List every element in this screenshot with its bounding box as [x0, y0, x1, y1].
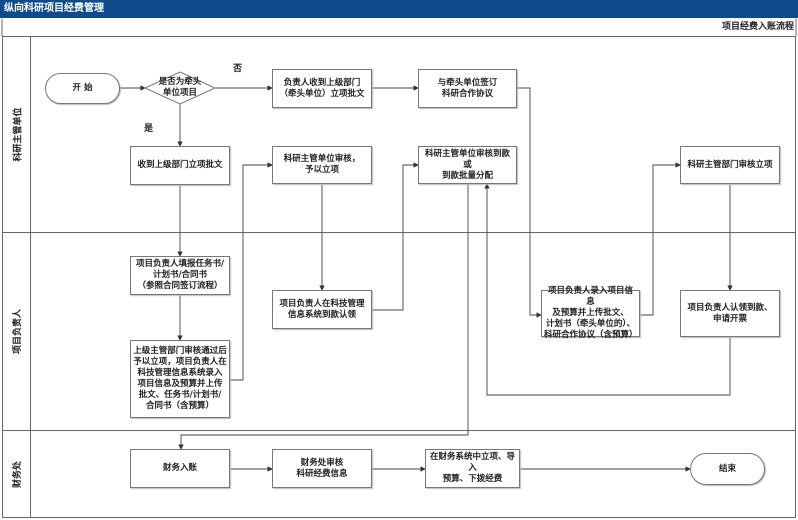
decision-diamond	[143, 71, 217, 105]
edge-upper-review	[230, 162, 273, 381]
edge-enter-dept	[640, 162, 681, 316]
lane-label: 项目负责人	[13, 308, 24, 354]
node-enter-info[interactable]: 项目负责人录入项目信息 及预算并上传批文、 计划书（牵头单位的）、 科研合作协议…	[541, 286, 640, 340]
node-sign-agreement[interactable]: 与牵头单位签订 科研合作协议	[418, 69, 517, 108]
flow-subtitle: 项目经费入账流程	[721, 22, 794, 32]
node-finance-setup[interactable]: 在财务系统中立项、导入 预算、下拨经费	[425, 449, 520, 488]
node-review-approve[interactable]: 科研主管单位审核， 予以立项	[272, 146, 372, 184]
node-receive-approval[interactable]: 收到上级部门立项批文	[130, 146, 230, 185]
end-node[interactable]: 结束	[690, 453, 765, 485]
decision-node[interactable]: 是否为牵头 单位项目	[158, 77, 202, 98]
node-receive-lead[interactable]: 负责人收到上级部门 （牵头单位）立项批文	[272, 69, 372, 108]
node-upper-review[interactable]: 上级主管部门审核通过后 予以立项，项目负责人在 科技管理信息系统录入 项目信息及…	[130, 340, 230, 418]
lane-research-unit: 科研主管单位	[3, 36, 30, 232]
node-dept-review[interactable]: 科研主管部门审核立项	[680, 146, 780, 184]
node-finance-review[interactable]: 财务处审核 科研经费信息	[272, 449, 372, 488]
title-bar: 纵向科研项目经费管理	[0, 0, 798, 18]
swimlane-frame	[2, 36, 796, 518]
edge-label-yes: 是	[144, 124, 154, 134]
edge-label-no: 否	[233, 64, 243, 74]
node-finance-entry[interactable]: 财务入账	[130, 449, 230, 488]
start-node[interactable]: 开 始	[45, 73, 120, 104]
edge-funds-finance	[178, 184, 469, 450]
node-review-funds[interactable]: 科研主管单位审核到款或 到款批量分配	[418, 146, 517, 184]
edge-claim-funds	[372, 162, 419, 311]
lane-label: 科研主管单位	[13, 106, 24, 162]
lane-finance: 财务处	[3, 430, 30, 518]
edge-agreement-enter	[517, 87, 542, 318]
lane-project-leader: 项目负责人	[3, 232, 30, 430]
node-claim-invoice[interactable]: 项目负责人认领到款、 申请开票	[680, 290, 780, 337]
edge-invoice-funds	[484, 183, 731, 396]
node-fill-task[interactable]: 项目负责人填报任务书/ 计划书/合同书 （参照合同签订流程）	[130, 256, 230, 295]
lane-label: 财务处	[13, 460, 24, 488]
node-claim-system[interactable]: 项目负责人在科技管理 信息系统到款认领	[272, 290, 372, 329]
